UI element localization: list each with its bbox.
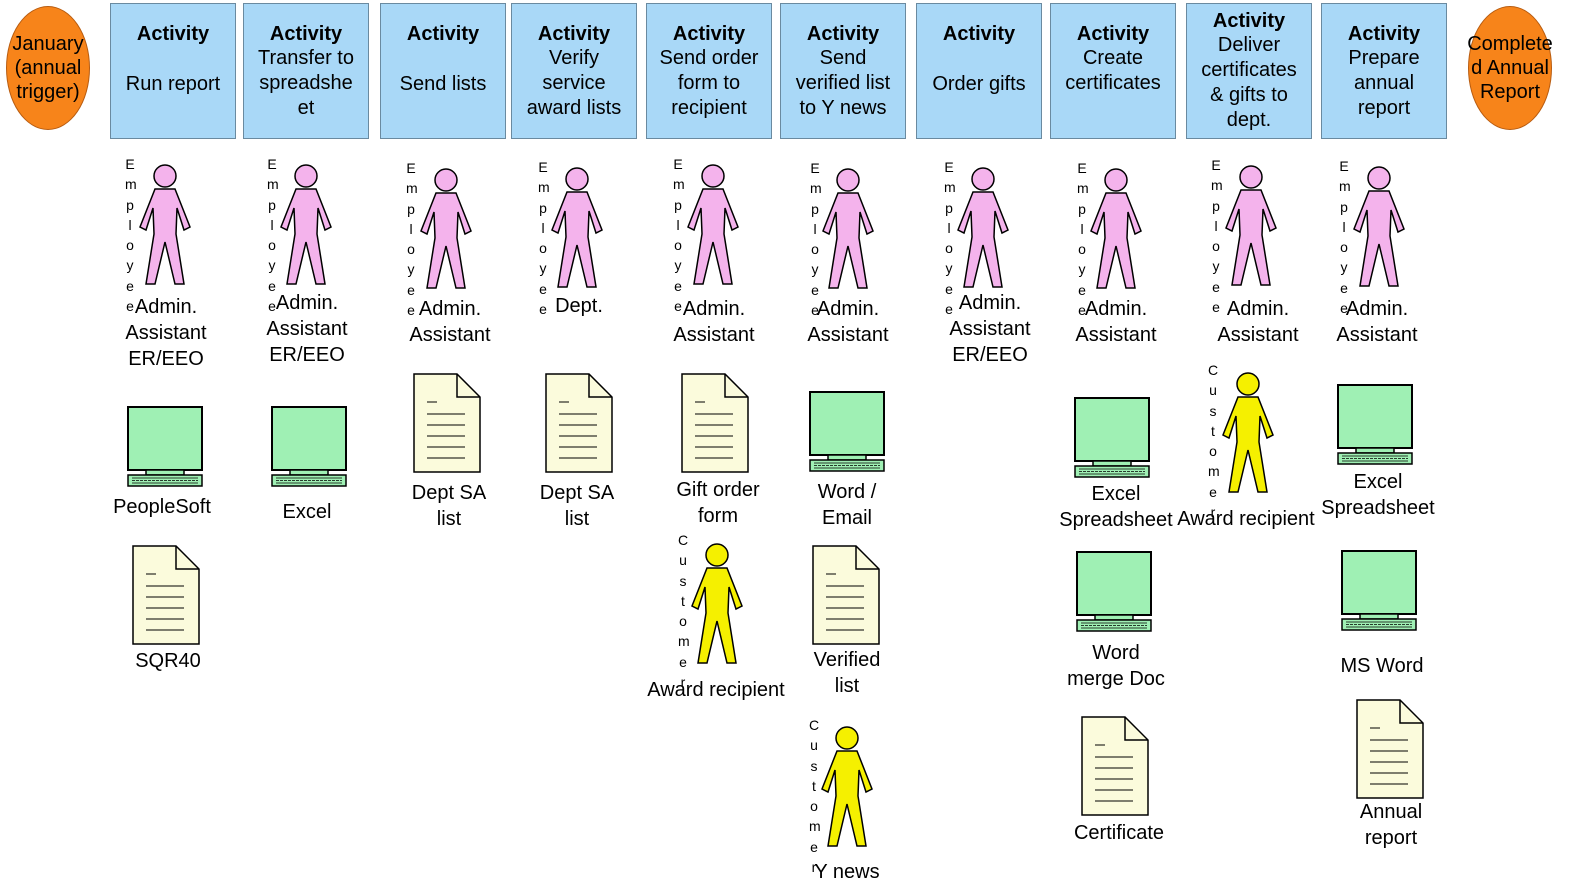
activity-heading: Activity — [1347, 23, 1421, 45]
activity-label: Prepare annual report — [1348, 47, 1420, 119]
document-icon — [413, 373, 481, 473]
activity-prepare-report: Activity Prepare annual report — [1321, 3, 1447, 139]
employee-actor-icon — [1349, 166, 1409, 288]
role-label: Admin. Assistant — [1217, 298, 1299, 346]
resource-label: Word / Email — [817, 481, 877, 529]
computer-icon — [1073, 396, 1153, 480]
activity-transfer: Activity Transfer to spreadshe et — [243, 3, 369, 139]
role-label: Admin. Assistant — [807, 298, 889, 346]
document-icon — [1356, 699, 1424, 799]
actor-type-label: Employee — [125, 156, 137, 315]
activity-label: Run report — [125, 73, 221, 95]
activity-send-order-form: Activity Send order form to recipient — [646, 3, 772, 139]
employee-actor-icon — [416, 168, 476, 290]
actor-type-label: Customer — [678, 532, 690, 691]
actor-type-label: Customer — [809, 717, 821, 876]
computer-icon — [808, 390, 888, 474]
activity-heading: Activity — [136, 23, 210, 45]
resource-label: Excel Spreadsheet — [1059, 483, 1173, 531]
computer-icon — [126, 405, 206, 489]
activity-heading: Activity — [672, 23, 746, 45]
role-label: Admin. Assistant ER/EEO — [125, 296, 207, 370]
activity-label: Transfer to spreadshe et — [258, 47, 354, 119]
activity-order-gifts: Activity Order gifts — [916, 3, 1042, 139]
role-label: Admin. Assistant — [1075, 298, 1157, 346]
activity-deliver: Activity Deliver certificates & gifts to… — [1186, 3, 1312, 139]
role-label: Admin. Assistant — [673, 298, 755, 346]
customer-actor-icon — [687, 543, 747, 665]
resource-label: SQR40 — [135, 650, 201, 672]
document-icon — [545, 373, 613, 473]
activity-heading: Activity — [1212, 10, 1286, 32]
employee-actor-icon — [1086, 168, 1146, 290]
resource-label: Verified list — [813, 649, 881, 697]
resource-label: MS Word — [1340, 655, 1424, 677]
activity-send-lists: Activity Send lists — [380, 3, 506, 139]
resource-label: PeopleSoft — [113, 496, 211, 518]
employee-actor-icon — [953, 167, 1013, 289]
activity-label: Send lists — [399, 73, 487, 95]
role-label: Admin. Assistant ER/EEO — [266, 292, 348, 366]
actor-type-label: Customer — [1208, 362, 1220, 521]
resource-label: Dept SA list — [539, 482, 615, 530]
employee-actor-icon — [818, 168, 878, 290]
activity-heading: Activity — [1076, 23, 1150, 45]
employee-actor-icon — [547, 167, 607, 289]
actor-type-label: Employee — [944, 159, 956, 318]
document-icon — [1081, 716, 1149, 816]
activity-heading: Activity — [406, 23, 480, 45]
customer-actor-icon — [1218, 372, 1278, 494]
resource-label: Y news — [814, 861, 880, 883]
employee-actor-icon — [276, 164, 336, 286]
employee-actor-icon — [135, 164, 195, 286]
role-label: Dept. — [555, 295, 603, 317]
start-event: January (annual trigger) — [6, 6, 90, 130]
customer-actor-icon — [817, 726, 877, 848]
computer-icon — [1336, 383, 1416, 467]
activity-label: Create certificates — [1065, 47, 1161, 94]
actor-type-label: Employee — [267, 156, 279, 315]
activity-label: Send verified list to Y news — [795, 47, 891, 119]
actor-type-label: Employee — [673, 156, 685, 315]
activity-label: Deliver certificates & gifts to dept. — [1201, 34, 1297, 131]
activity-label: Order gifts — [932, 73, 1026, 95]
actor-type-label: Employee — [406, 160, 418, 319]
actor-type-label: Employee — [1339, 158, 1351, 317]
activity-heading: Activity — [269, 23, 343, 45]
resource-label: Certificate — [1073, 822, 1165, 844]
role-label: Admin. Assistant — [409, 298, 491, 346]
activity-label: Send order form to recipient — [659, 47, 759, 119]
activity-label: Verify service award lists — [526, 47, 622, 119]
role-label: Admin. Assistant ER/EEO — [949, 292, 1031, 366]
employee-actor-icon — [1221, 165, 1281, 287]
activity-heading: Activity — [942, 23, 1016, 45]
actor-type-label: Employee — [1077, 160, 1089, 319]
actor-type-label: Employee — [538, 159, 550, 318]
computer-icon — [1075, 550, 1155, 634]
resource-label: Annual report — [1359, 801, 1423, 849]
activity-run-report: Activity Run report — [110, 3, 236, 139]
document-icon — [812, 545, 880, 645]
computer-icon — [270, 405, 350, 489]
resource-label: Award recipient — [647, 679, 785, 701]
resource-label: Excel — [282, 501, 332, 523]
end-event: Complete d Annual Report — [1467, 6, 1553, 130]
document-icon — [681, 373, 749, 473]
resource-label: Dept SA list — [411, 482, 487, 530]
actor-type-label: Employee — [1211, 157, 1223, 316]
activity-create-certificates: Activity Create certificates — [1050, 3, 1176, 139]
resource-label: Excel Spreadsheet — [1321, 471, 1435, 519]
activity-heading: Activity — [537, 23, 611, 45]
actor-type-label: Employee — [810, 160, 822, 319]
resource-label: Award recipient — [1177, 508, 1315, 530]
document-icon — [132, 545, 200, 645]
activity-verify: Activity Verify service award lists — [511, 3, 637, 139]
role-label: Admin. Assistant — [1336, 298, 1418, 346]
employee-actor-icon — [683, 164, 743, 286]
resource-label: Gift order form — [676, 479, 760, 527]
activity-send-verified-list: Activity Send verified list to Y news — [780, 3, 906, 139]
resource-label: Word merge Doc — [1067, 642, 1165, 690]
computer-icon — [1340, 549, 1420, 633]
activity-heading: Activity — [806, 23, 880, 45]
